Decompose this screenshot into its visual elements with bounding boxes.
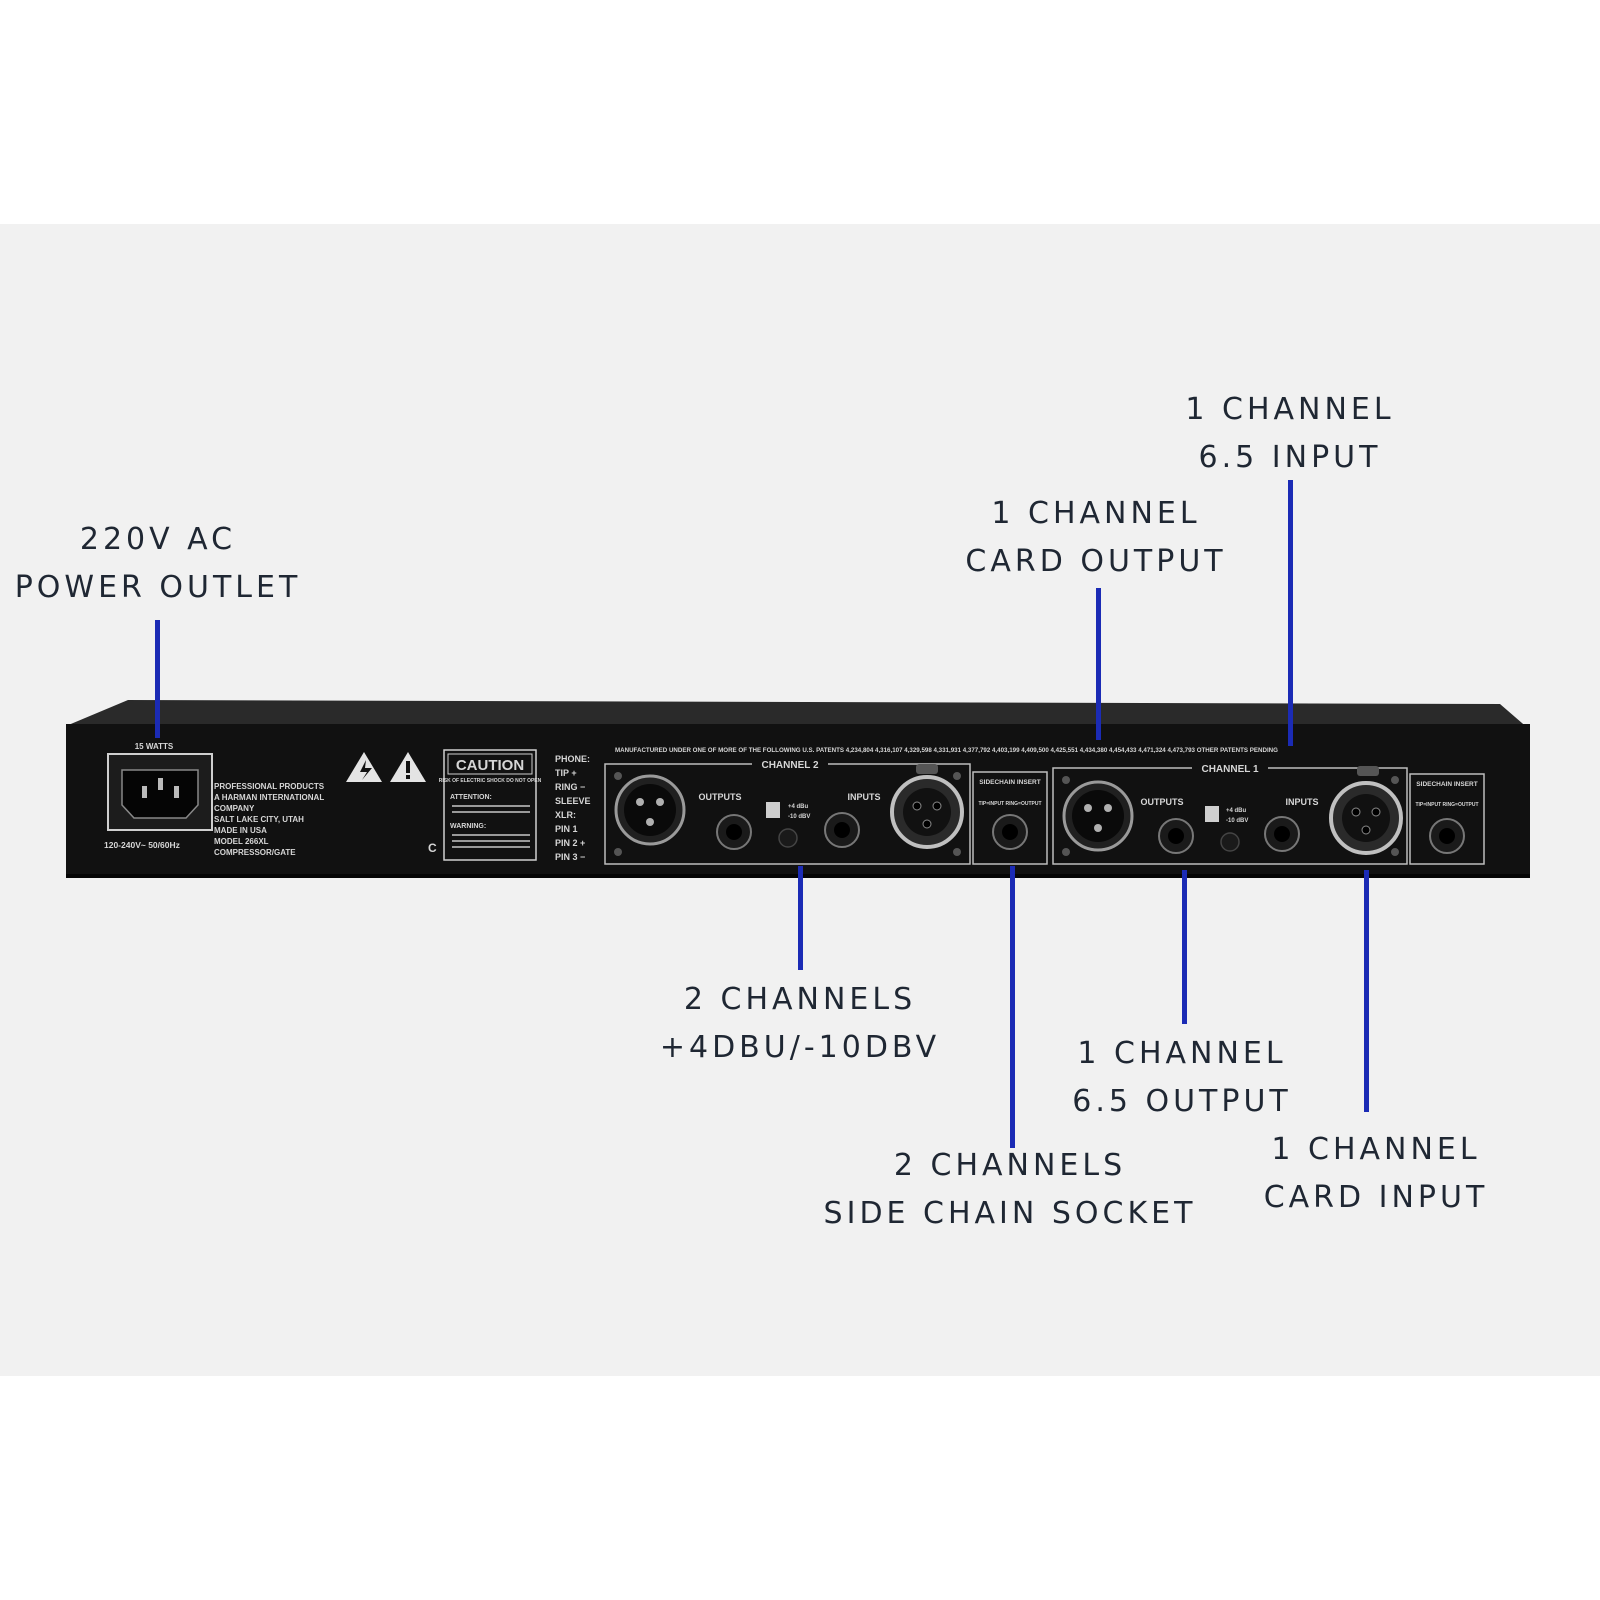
channel-1-label: CHANNEL 1 xyxy=(1201,764,1258,775)
svg-text:MODEL 266XL: MODEL 266XL xyxy=(214,837,269,846)
svg-text:RING −: RING − xyxy=(555,782,585,792)
svg-text:OUTPUTS: OUTPUTS xyxy=(1140,797,1183,807)
leader-power xyxy=(155,620,160,738)
leader-input-65 xyxy=(1288,480,1293,746)
svg-text:PHONE:: PHONE: xyxy=(555,754,590,764)
ch1-level-switch[interactable] xyxy=(1205,806,1219,822)
ch2-level-switch[interactable] xyxy=(766,802,780,818)
iec-power-socket[interactable] xyxy=(121,769,199,819)
wiring-legend: PHONE: TIP + RING − SLEEVE XLR: PIN 1 PI… xyxy=(555,754,591,862)
maker-block: PROFESSIONAL PRODUCTS A HARMAN INTERNATI… xyxy=(214,782,325,857)
svg-text:TIP=INPUT RING=OUTPUT: TIP=INPUT RING=OUTPUT xyxy=(978,801,1041,807)
svg-text:INPUTS: INPUTS xyxy=(847,792,880,802)
svg-text:INPUTS: INPUTS xyxy=(1285,797,1318,807)
svg-text:+4 dBu: +4 dBu xyxy=(788,804,809,810)
svg-text:SALT LAKE CITY, UTAH: SALT LAKE CITY, UTAH xyxy=(214,815,304,824)
svg-text:-10 dBV: -10 dBV xyxy=(788,814,810,820)
svg-text:TIP +: TIP + xyxy=(555,768,577,778)
voltage-label: 120-240V~ 50/60Hz xyxy=(104,840,180,850)
svg-text:A HARMAN INTERNATIONAL: A HARMAN INTERNATIONAL xyxy=(214,793,324,802)
mark-c: C xyxy=(428,841,437,855)
svg-text:SLEEVE: SLEEVE xyxy=(555,796,591,806)
callout-level: 2 CHANNELS+4DBU/-10DBV xyxy=(659,982,941,1065)
svg-text:+4 dBu: +4 dBu xyxy=(1226,808,1247,814)
svg-text:-10 dBV: -10 dBV xyxy=(1226,818,1248,824)
svg-text:TIP=INPUT RING=OUTPUT: TIP=INPUT RING=OUTPUT xyxy=(1415,802,1478,808)
svg-text:PIN 2 +: PIN 2 + xyxy=(555,838,585,848)
power-rating: 15 WATTS xyxy=(135,742,174,751)
chassis-top xyxy=(66,700,1530,730)
svg-text:COMPRESSOR/GATE: COMPRESSOR/GATE xyxy=(214,848,296,857)
svg-text:OUTPUTS: OUTPUTS xyxy=(698,792,741,802)
svg-text:PROFESSIONAL PRODUCTS: PROFESSIONAL PRODUCTS xyxy=(214,782,325,791)
svg-text:PIN 3 −: PIN 3 − xyxy=(555,852,585,862)
svg-text:XLR:: XLR: xyxy=(555,810,576,820)
leader-output-65 xyxy=(1182,870,1187,1024)
leader-card-output xyxy=(1096,588,1101,740)
caution-label: CAUTION xyxy=(456,757,524,774)
svg-text:PIN 1: PIN 1 xyxy=(555,824,578,834)
caution-box xyxy=(443,749,537,861)
svg-text:SIDECHAIN INSERT: SIDECHAIN INSERT xyxy=(979,779,1040,786)
sidechain-2-frame xyxy=(972,771,1048,865)
sidechain-1-frame xyxy=(1409,773,1485,865)
leader-sidechain xyxy=(1010,866,1015,1148)
svg-text:ATTENTION:: ATTENTION: xyxy=(450,794,492,801)
leader-level xyxy=(798,866,803,970)
channel-2-label: CHANNEL 2 xyxy=(761,760,818,771)
leader-card-input xyxy=(1364,870,1369,1112)
svg-text:COMPANY: COMPANY xyxy=(214,804,255,813)
svg-text:SIDECHAIN INSERT: SIDECHAIN INSERT xyxy=(1416,781,1477,788)
svg-text:MADE IN USA: MADE IN USA xyxy=(214,826,267,835)
patents-text: MANUFACTURED UNDER ONE OF MORE OF THE FO… xyxy=(615,747,1278,754)
svg-text:RISK OF ELECTRIC SHOCK DO NOT: RISK OF ELECTRIC SHOCK DO NOT OPEN xyxy=(439,778,542,784)
svg-text:WARNING:: WARNING: xyxy=(450,823,486,830)
